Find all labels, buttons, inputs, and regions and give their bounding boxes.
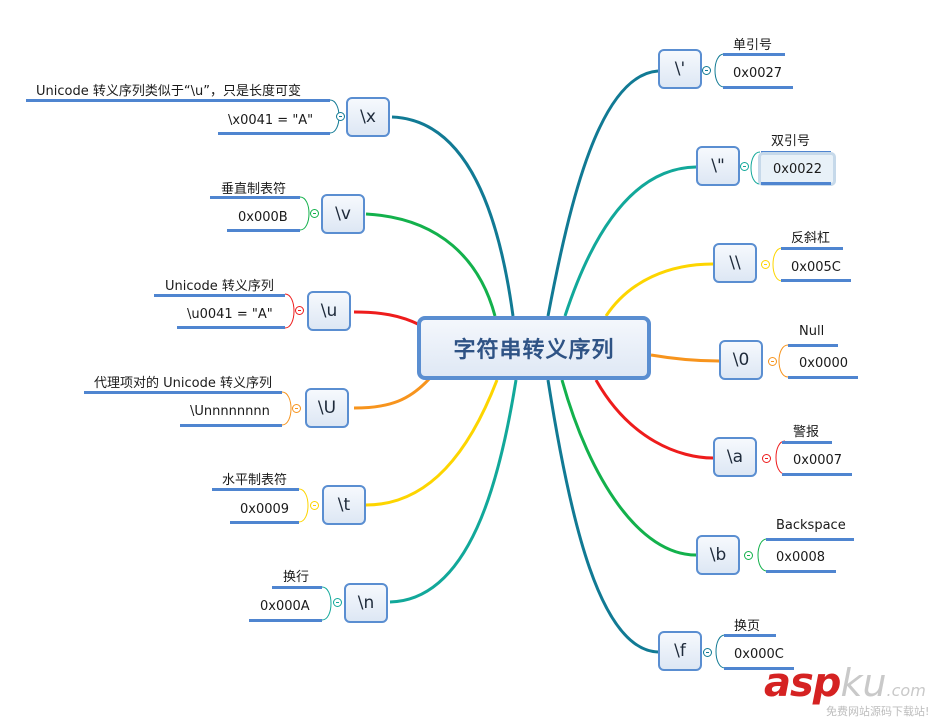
leaf-value-u[interactable]: \u0041 = "A" [187,307,273,322]
branch-line-backspace [560,379,697,557]
collapse-icon[interactable] [703,648,712,657]
collapse-icon[interactable] [762,454,771,463]
leaf-desc-U[interactable]: 代理项对的 Unicode 转义序列 [94,376,272,391]
branch-line-x [391,115,515,317]
leaf-desc-formfeed[interactable]: 换页 [734,619,761,634]
leaf-desc-alert[interactable]: 警报 [793,425,820,440]
central-topic[interactable]: 字符串转义序列 [417,316,651,380]
node-alert[interactable]: \a [713,437,757,477]
branch-line-alert [594,379,714,460]
collapse-icon[interactable] [310,501,319,510]
leaf-desc-backslash[interactable]: 反斜杠 [791,231,831,246]
leaf-value-v[interactable]: 0x000B [238,210,288,225]
branch-line-v [365,212,497,317]
collapse-icon[interactable] [761,260,770,269]
node-t[interactable]: \t [322,485,366,525]
collapse-icon[interactable] [310,209,319,218]
leaf-value-backslash[interactable]: 0x005C [791,260,841,275]
watermark-subtitle: 免费网站源码下载站! [826,705,930,718]
leaf-value-formfeed[interactable]: 0x000C [734,647,784,662]
leaf-desc-null[interactable]: Null [799,324,825,339]
node-x[interactable]: \x [346,97,390,137]
node-U[interactable]: \U [305,388,349,428]
leaf-value-U[interactable]: \Unnnnnnnn [190,404,270,419]
watermark-logo: aspku.com 免费网站源码下载站! [764,660,930,718]
leaf-value-backspace[interactable]: 0x0008 [776,550,826,565]
leaf-value-single-quote[interactable]: 0x0027 [733,66,783,81]
collapse-icon[interactable] [336,112,345,121]
leaf-desc-backspace[interactable]: Backspace [776,518,846,533]
collapse-icon[interactable] [740,162,749,171]
node-backslash[interactable]: \\ [713,243,757,283]
leaf-value-null[interactable]: 0x0000 [799,356,849,371]
leaf-value-t[interactable]: 0x0009 [240,502,290,517]
leaf-desc-v[interactable]: 垂直制表符 [221,182,287,197]
branch-line-t [365,379,499,507]
branch-line-formfeed [546,379,659,654]
node-u[interactable]: \u [307,291,351,331]
collapse-icon[interactable] [702,66,711,75]
node-single-quote[interactable]: \' [658,49,702,89]
collapse-icon[interactable] [333,598,342,607]
collapse-icon[interactable] [768,357,777,366]
leaf-desc-x[interactable]: Unicode 转义序列类似于“\u”，只是长度可变 [36,84,301,99]
branch-line-n [389,379,518,604]
branch-line-u [353,310,421,327]
collapse-icon[interactable] [292,404,301,413]
branch-line-squote [546,69,659,317]
node-double-quote[interactable]: \" [696,146,740,186]
collapse-icon[interactable] [744,551,753,560]
selected-leaf-highlight[interactable] [758,152,836,186]
leaf-value-x[interactable]: \x0041 = "A" [228,113,314,128]
collapse-icon[interactable] [295,306,304,315]
leaf-value-alert[interactable]: 0x0007 [793,453,843,468]
leaf-desc-n[interactable]: 换行 [283,570,310,585]
leaf-desc-single-quote[interactable]: 单引号 [733,38,773,53]
branch-line-backslash [604,262,714,317]
node-v[interactable]: \v [321,194,365,234]
leaf-desc-t[interactable]: 水平制表符 [222,473,288,488]
node-backspace[interactable]: \b [696,535,740,575]
leaf-value-double-quote[interactable]: 0x0022 [773,162,823,177]
branch-line-U [353,376,432,410]
central-topic-label: 字符串转义序列 [453,338,615,363]
leaf-desc-u[interactable]: Unicode 转义序列 [165,279,274,294]
node-n[interactable]: \n [344,583,388,623]
node-null[interactable]: \0 [719,340,763,380]
node-formfeed[interactable]: \f [658,631,702,671]
leaf-value-n[interactable]: 0x000A [260,599,310,614]
branch-line-null [650,353,720,363]
leaf-desc-double-quote[interactable]: 双引号 [771,134,811,149]
branch-line-dquote [563,165,697,317]
